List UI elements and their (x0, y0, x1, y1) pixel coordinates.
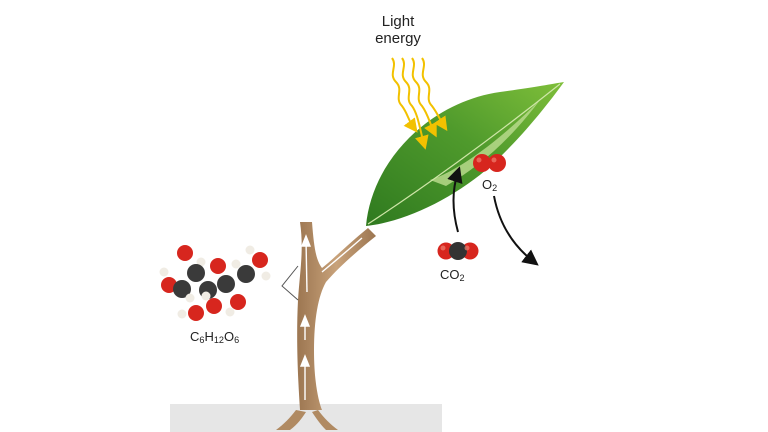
flow-arrows (299, 234, 363, 400)
glucose-connector-line (281, 265, 299, 301)
glucose-o: O (223, 329, 235, 344)
light-energy-label: Light energy (360, 13, 436, 48)
leaf (366, 82, 564, 226)
plant-stem (276, 222, 376, 430)
co2-label: CO2 (440, 267, 465, 283)
glucose-label: C6H12O6 (190, 329, 240, 345)
glucose-c-count: 6 (199, 335, 205, 345)
glucose-o-count: 6 (234, 335, 240, 345)
o2-label-base: O (482, 177, 493, 192)
glucose-c: C (190, 329, 200, 344)
co2-label-base: CO (440, 267, 460, 282)
co2-uptake-arrow (447, 166, 463, 233)
light-ray-arrows (391, 57, 448, 150)
glucose-h: H (204, 329, 214, 344)
o2-release-arrow (493, 195, 539, 266)
light-label-line1: Light (381, 13, 415, 30)
glucose-molecule (159, 245, 271, 321)
o2-label-sub: 2 (492, 183, 498, 193)
co2-label-sub: 2 (459, 273, 465, 283)
o2-label: O2 (482, 177, 498, 193)
o2-molecule (473, 154, 506, 172)
glucose-h-count: 12 (213, 335, 224, 345)
co2-molecule (437, 242, 479, 260)
light-label-line2: energy (375, 30, 421, 48)
